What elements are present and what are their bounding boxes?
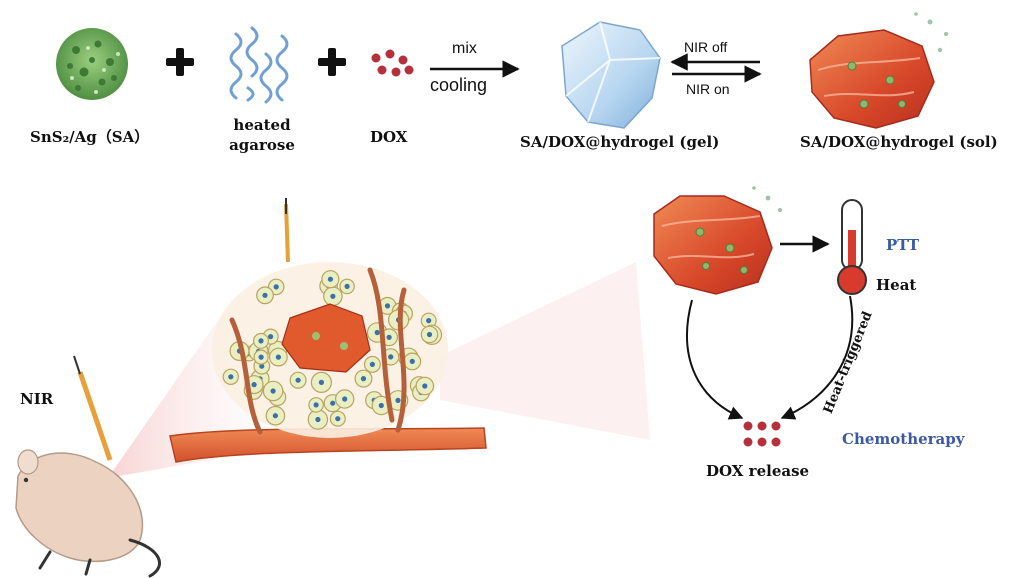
tumor-cell-nucleus (422, 383, 428, 389)
dox-release-label: DOX release (706, 462, 810, 480)
heat-label: Heat (876, 276, 917, 294)
tumor-cell-nucleus (262, 292, 268, 298)
blood-vessel (169, 427, 487, 463)
agarose-label-line2: agarose (229, 136, 295, 154)
tumor-cell-nucleus (369, 361, 375, 367)
tumor-cell-nucleus (409, 358, 415, 364)
tumor-cell-nucleus (313, 402, 319, 408)
tumor-cell-nucleus (228, 374, 234, 380)
heated-agarose-icon (229, 26, 289, 104)
arrow-to-dox-release-left (686, 299, 744, 420)
tumor-cell-nucleus (275, 354, 281, 360)
fiber-optic-nir (73, 355, 113, 461)
mouse-icon (15, 449, 161, 578)
tumor-cell-nucleus (268, 334, 274, 340)
agarose-label-line1: heated (233, 116, 291, 134)
chemotherapy-label: Chemotherapy (842, 430, 965, 448)
tumor-cell-nucleus (378, 402, 384, 409)
tumor-cell-nucleus (342, 396, 348, 402)
tumor-cell-nucleus (384, 303, 391, 309)
tumor-cell-nucleus (388, 354, 394, 360)
tumor-cell-nucleus (426, 318, 432, 324)
fiber-optic-top (284, 198, 290, 263)
nir-switch-arrows (670, 53, 762, 83)
arrow-to-dox-release-right (780, 295, 854, 420)
zoom-fan-right (440, 262, 650, 440)
tumor-cell-nucleus (315, 416, 321, 423)
tumor-cell-nucleus (270, 388, 276, 394)
tumor-cell-nucleus (330, 293, 336, 299)
hydrogel-gel-icon (561, 21, 661, 129)
tumor-cell-nucleus (295, 377, 301, 383)
tumor-cell-nucleus (330, 400, 336, 406)
tumor-cell-nucleus (258, 338, 264, 344)
sns2-ag-nanoparticle-icon (56, 28, 128, 100)
hydrogel-sol-icon-therapy (653, 186, 782, 295)
gel-label: SA/DOX@hydrogel (gel) (520, 133, 720, 151)
plus-sign-1 (166, 48, 194, 76)
sa-label: SnS₂/Ag（SA） (30, 128, 150, 146)
tumor-cell-nucleus (258, 354, 264, 360)
tumor-cell-nucleus (272, 413, 278, 419)
hydrogel-sol-icon (809, 12, 948, 129)
tumor-cell-nucleus (273, 284, 279, 290)
plus-sign-2 (318, 48, 346, 76)
dox-molecules-icon (371, 49, 414, 77)
tumor-cell-nucleus (426, 331, 433, 338)
dox-release-molecules-icon (743, 421, 781, 447)
tumor-cell-nucleus (395, 397, 401, 403)
thermometer-icon (837, 199, 867, 295)
tumor-cell-nucleus (360, 376, 367, 382)
tumor-cell-nucleus (335, 416, 341, 422)
cooling-label: cooling (430, 75, 488, 95)
tumor-cell-nucleus (386, 334, 392, 340)
nir-label: NIR (20, 390, 54, 408)
tumor-cell-nucleus (344, 283, 350, 289)
nir-on-label: NIR on (686, 81, 730, 97)
sol-label: SA/DOX@hydrogel (sol) (800, 133, 998, 151)
mix-label: mix (452, 40, 477, 57)
tumor-cell-nucleus (259, 363, 265, 369)
tumor-cell-nucleus (327, 276, 333, 282)
tumor-cell-cluster (212, 262, 448, 438)
tumor-cell-nucleus (374, 329, 380, 336)
ptt-label: PTT (886, 236, 920, 254)
dox-label: DOX (370, 128, 408, 146)
tumor-cell-nucleus (251, 382, 257, 388)
nir-off-label: NIR off (684, 39, 728, 55)
tumor-cell-nucleus (318, 379, 324, 385)
